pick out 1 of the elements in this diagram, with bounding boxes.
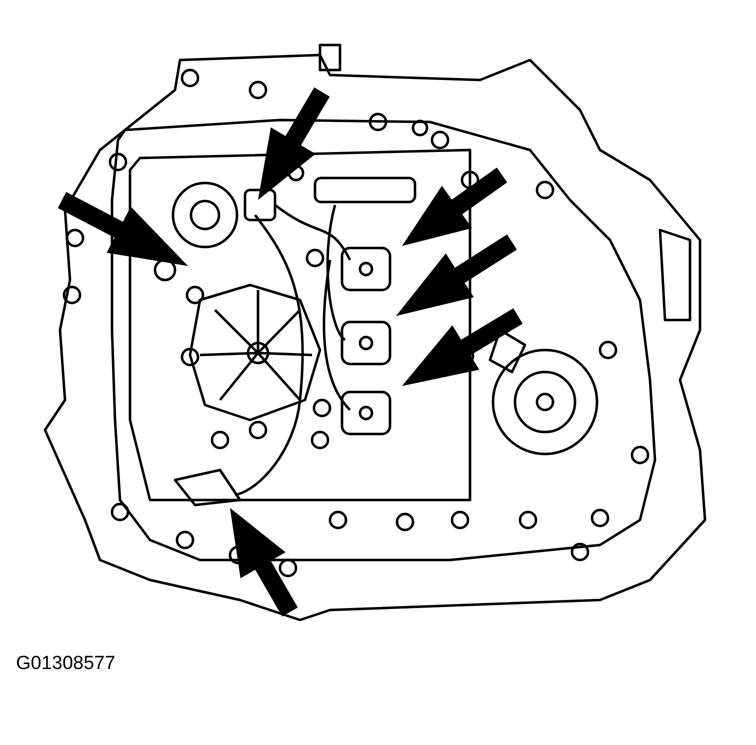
- figure-code: G01308577: [16, 652, 116, 676]
